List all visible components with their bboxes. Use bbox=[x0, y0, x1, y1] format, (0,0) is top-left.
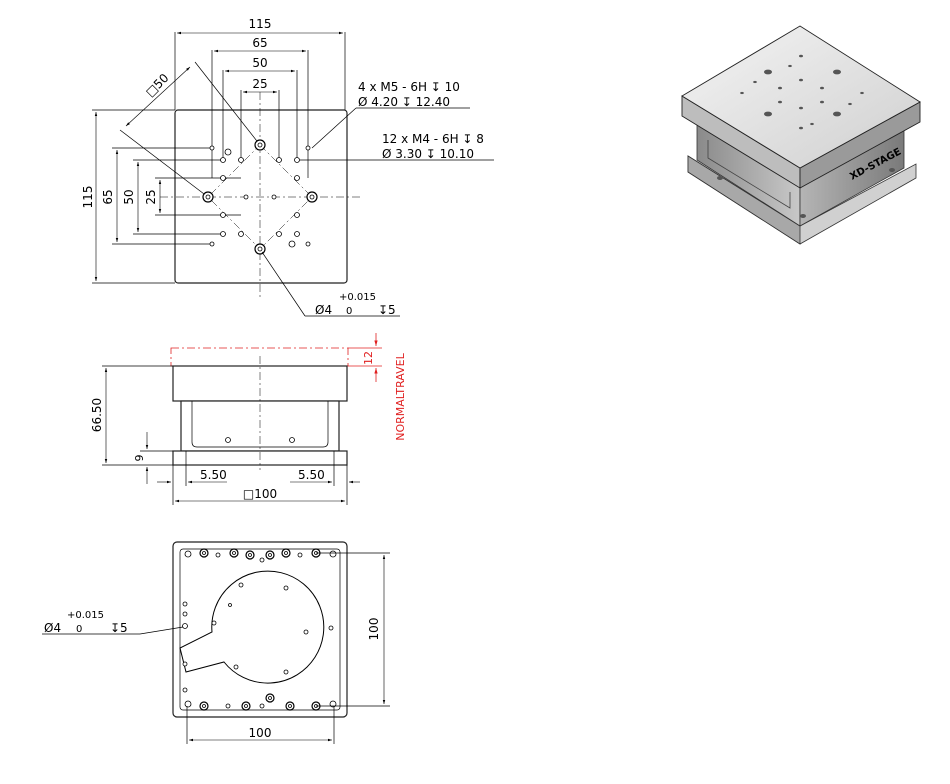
dim-50-height: 50 bbox=[122, 189, 136, 204]
iso-view: XD-STAGE bbox=[681, 25, 921, 245]
dim-travel: 12 bbox=[362, 351, 375, 365]
dim-25-width: 25 bbox=[252, 77, 267, 91]
pin-tol-upper-bottom: +0.015 bbox=[67, 610, 104, 621]
callout-m4-line1: 12 x M4 - 6H ↧ 8 bbox=[382, 132, 484, 146]
dim-65-width: 65 bbox=[252, 36, 267, 50]
side-dim-base: 9 bbox=[133, 455, 146, 462]
top-view: 115 65 50 25 □50 115 bbox=[81, 17, 494, 317]
corner-holes bbox=[209, 145, 311, 248]
hole-pattern bbox=[202, 139, 318, 255]
side-dim-base-width: □100 bbox=[243, 487, 277, 501]
callout-pin-top: Ø4 +0.015 0 ↧5 bbox=[261, 251, 400, 317]
dim-25-height: 25 bbox=[144, 189, 158, 204]
top-dimensions: 115 65 50 25 bbox=[174, 17, 346, 178]
bottom-view: Ø4 +0.015 0 ↧5 100 100 bbox=[42, 541, 390, 744]
callout-m4: 12 x M4 - 6H ↧ 8 Ø 3.30 ↧ 10.10 bbox=[300, 132, 494, 161]
pin-dia-bottom: Ø4 bbox=[44, 621, 61, 635]
side-view: 12 NORMALTRAVEL 66.50 9 5.50 5.50 □1 bbox=[90, 333, 407, 505]
callout-m5: 4 x M5 - 6H ↧ 10 Ø 4.20 ↧ 12.40 bbox=[311, 80, 470, 149]
bottom-dim-height: 100 bbox=[367, 618, 381, 641]
side-dim-height: 66.50 bbox=[90, 398, 104, 432]
pin-tol-lower-top: 0 bbox=[346, 306, 352, 317]
iso-holes bbox=[740, 54, 864, 130]
callout-m5-line1: 4 x M5 - 6H ↧ 10 bbox=[358, 80, 460, 94]
m4-holes bbox=[220, 157, 300, 237]
pin-tol-lower-bottom: 0 bbox=[76, 624, 82, 635]
bottom-holes bbox=[182, 548, 337, 711]
callout-pin-bottom: Ø4 +0.015 0 ↧5 bbox=[42, 610, 184, 635]
dim-115-height: 115 bbox=[81, 186, 95, 209]
side-dim-offset-left: 5.50 bbox=[200, 468, 227, 482]
dim-square-50: □50 bbox=[143, 71, 172, 100]
dim-50-width: 50 bbox=[252, 56, 267, 70]
callout-m5-line2: Ø 4.20 ↧ 12.40 bbox=[358, 95, 450, 109]
dim-115-width: 115 bbox=[249, 17, 272, 31]
bottom-dim-width: 100 bbox=[249, 726, 272, 740]
pin-depth-top: ↧5 bbox=[378, 303, 396, 317]
side-dim-offset-right: 5.50 bbox=[298, 468, 325, 482]
pin-tol-upper-top: +0.015 bbox=[339, 292, 376, 303]
pin-depth-bottom: ↧5 bbox=[110, 621, 128, 635]
travel-label: NORMALTRAVEL bbox=[394, 352, 407, 440]
dim-65-height: 65 bbox=[101, 189, 115, 204]
pin-dia-top: Ø4 bbox=[315, 303, 332, 317]
callout-m4-line2: Ø 3.30 ↧ 10.10 bbox=[382, 147, 474, 161]
